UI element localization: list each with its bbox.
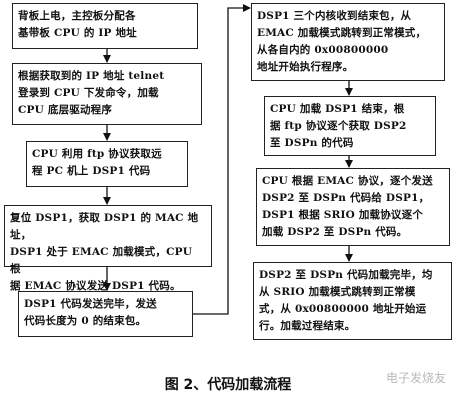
step-2-box: 根据获取到的 IP 地址 telnet 登录到 CPU 下发命令，加载 CPU … [12, 63, 202, 125]
step-7-box: CPU 加载 DSP1 结束，根 据 ftp 协议逐个获取 DSP2 至 DSP… [264, 96, 436, 156]
watermark: 电子发烧友 [385, 371, 446, 385]
step-5-box: DSP1 代码发送完毕，发送 代码长度为 0 的结束包。 [18, 291, 193, 337]
arrow-5-6 [193, 4, 251, 315]
figure-caption: 图 2、代码加载流程 [164, 377, 292, 393]
step-3-box: CPU 利用 ftp 协议获取远 程 PC 机上 DSP1 代码 [26, 141, 188, 187]
step-4-box: 复位 DSP1，获取 DSP1 的 MAC 地址， DSP1 处于 EMAC 加… [4, 205, 212, 292]
step-6-box: DSP1 三个内核收到结束包，从 EMAC 加载模式跳转到正常模式， 从各自内的… [251, 3, 445, 81]
step-8-box: CPU 根据 EMAC 协议，逐个发送 DSP2 至 DSPn 代码给 DSP1… [256, 168, 450, 246]
step-1-box: 背板上电，主控板分配各 基带板 CPU 的 IP 地址 [12, 3, 198, 49]
step-9-box: DSP2 至 DSPn 代码加载完毕，均 从 SRIO 加载模式跳转到正常模 式… [253, 262, 452, 340]
